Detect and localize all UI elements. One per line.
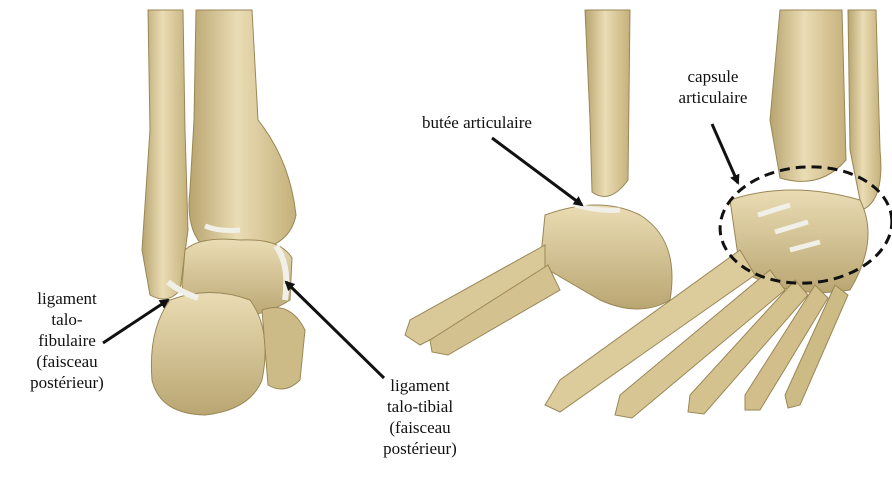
posterior-ankle-view (142, 10, 305, 415)
tibia-right (770, 10, 846, 181)
label-joint-capsule: capsule articulaire (658, 66, 768, 108)
lateral-foot-view (405, 10, 672, 355)
label-line: ligament (358, 375, 482, 396)
foot-bones-left (262, 308, 305, 390)
label-line: postérieur) (8, 372, 126, 393)
arrow-capsule (712, 124, 738, 183)
tarsals-center (540, 205, 672, 309)
label-line: (faisceau (8, 351, 126, 372)
tibia-left (189, 10, 296, 250)
calcaneus-left (151, 293, 265, 416)
fibula-left (142, 10, 188, 299)
label-line: talo- (8, 309, 126, 330)
label-line: talo-tibial (358, 396, 482, 417)
label-line: fibulaire (8, 330, 126, 351)
fibula-center (585, 10, 630, 196)
arrow-butee (492, 138, 582, 205)
label-posterior-talotibial-ligament: ligament talo-tibial (faisceau postérieu… (358, 375, 482, 459)
label-line: articulaire (658, 87, 768, 108)
label-joint-stop: butée articulaire (392, 112, 562, 133)
label-line: ligament (8, 288, 126, 309)
label-posterior-talofibular-ligament: ligament talo- fibulaire (faisceau posté… (8, 288, 126, 393)
label-line: postérieur) (358, 438, 482, 459)
label-line: (faisceau (358, 417, 482, 438)
label-line: capsule (658, 66, 768, 87)
label-line: butée articulaire (392, 112, 562, 133)
